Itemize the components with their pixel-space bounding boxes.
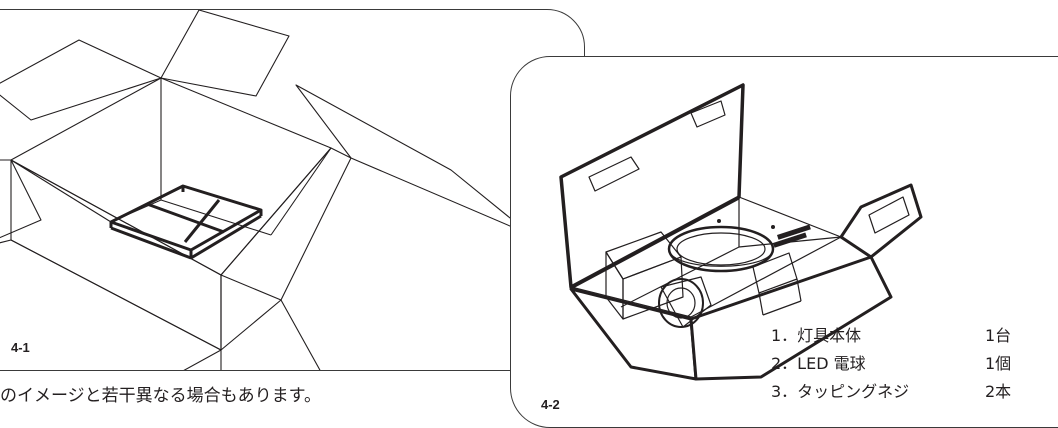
figure-4-2-panel: 4-2 xyxy=(510,56,1058,428)
open-box-illustration xyxy=(0,10,532,370)
part-quantity: 1個 xyxy=(985,354,1012,373)
parts-list: 1．灯具本体 1台 2．LED 電球 1個 3．タッピングネジ 2本 xyxy=(771,322,1058,406)
part-name: 2．LED 電球 xyxy=(771,354,866,373)
part-quantity: 2本 xyxy=(985,382,1012,401)
part-quantity: 1台 xyxy=(985,326,1012,345)
part-name: 3．タッピングネジ xyxy=(771,382,910,401)
image-disclaimer-note: のイメージと若干異なる場合もあります。 xyxy=(0,386,321,406)
list-item: 1．灯具本体 1台 xyxy=(771,322,1058,350)
figure-4-1-panel: 4-1 xyxy=(0,9,585,371)
list-item: 2．LED 電球 1個 xyxy=(771,350,1058,378)
box-contents-illustration xyxy=(559,83,923,381)
part-name: 1．灯具本体 xyxy=(771,326,862,345)
figure-4-1-label: 4-1 xyxy=(11,340,30,355)
list-item: 3．タッピングネジ 2本 xyxy=(771,378,1058,406)
figure-4-2-label: 4-2 xyxy=(541,397,560,412)
